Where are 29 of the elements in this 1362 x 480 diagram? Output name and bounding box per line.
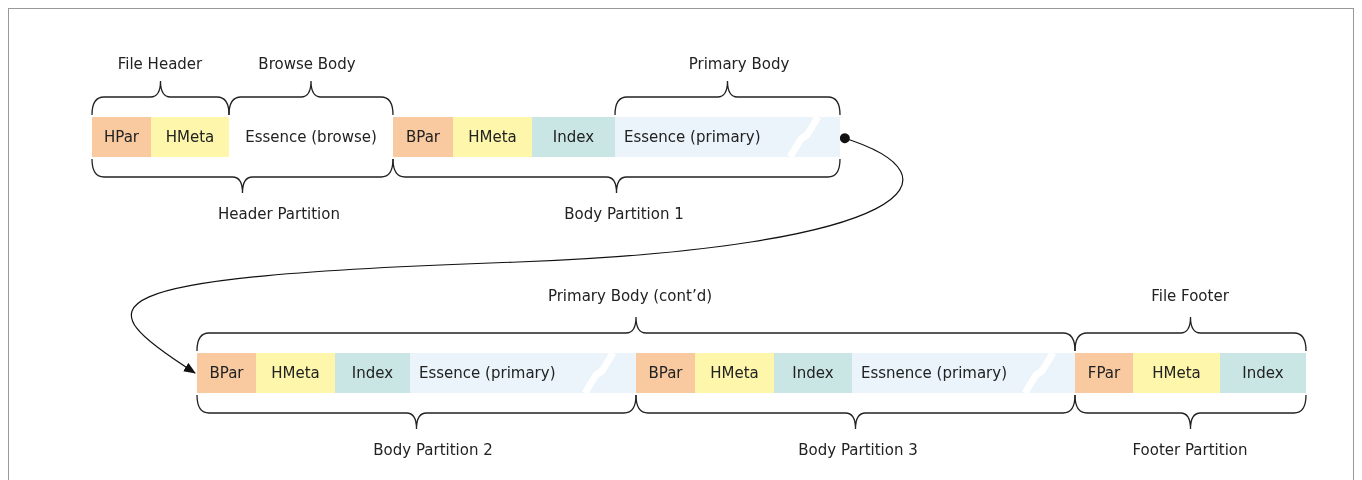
brace-label: Body Partition 1 (564, 205, 684, 223)
brace-label: Primary Body (688, 55, 790, 73)
segment-block: Essence (primary) (410, 353, 636, 393)
segment-block: HPar (92, 117, 151, 157)
segment-block: Index (532, 117, 615, 157)
segment-block: HMeta (453, 117, 532, 157)
segment-block: Index (1220, 353, 1306, 393)
brace-label: Header Partition (218, 205, 340, 223)
segment-block: HMeta (151, 117, 229, 157)
segment-block: Index (774, 353, 852, 393)
brace-label: File Footer (1151, 287, 1229, 305)
segment-block: Essence (primary) (615, 117, 840, 157)
brace-label: Browse Body (258, 55, 356, 73)
segment-block: BPar (636, 353, 695, 393)
segment-block: HMeta (256, 353, 335, 393)
segment-block: Index (335, 353, 410, 393)
segment-block: BPar (197, 353, 256, 393)
segment-block: Essnence (primary) (852, 353, 1075, 393)
brace-label: Primary Body (cont’d) (547, 287, 713, 305)
brace-label: Body Partition 3 (798, 441, 918, 459)
segment-block: HMeta (695, 353, 774, 393)
brace-label: File Header (117, 55, 203, 73)
brace-label: Body Partition 2 (373, 441, 493, 459)
segment-block: FPar (1075, 353, 1133, 393)
arrow (130, 133, 903, 374)
segment-block: HMeta (1133, 353, 1220, 393)
segment-block: BPar (393, 117, 453, 157)
node-label: Essence (browse) (245, 128, 377, 146)
brace-label: Footer Partition (1132, 441, 1248, 459)
